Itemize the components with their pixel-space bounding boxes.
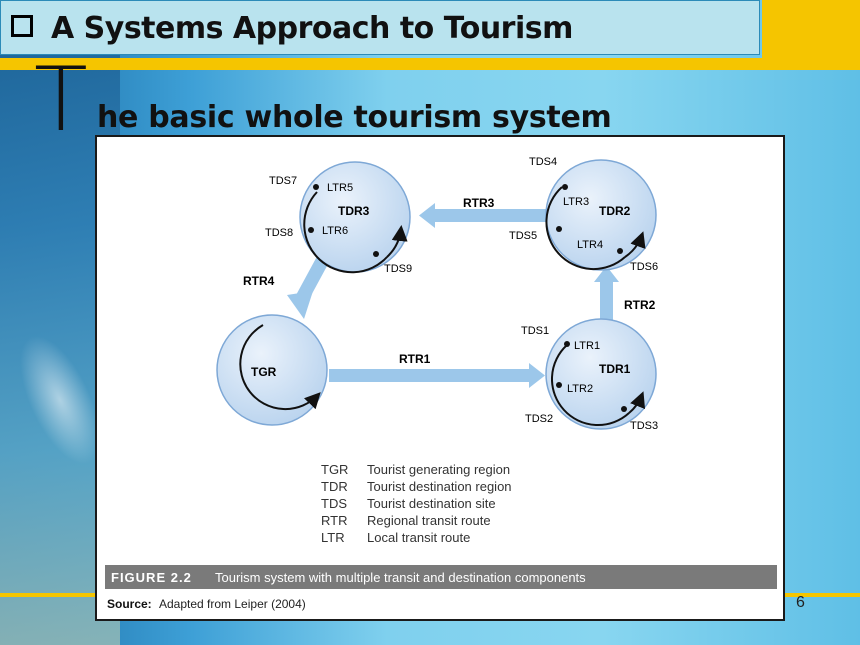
page-number: 6 [796,594,805,611]
tdr3-region: TDR3 LTR5 LTR6 [299,161,411,274]
slide-subtitle: he basic whole tourism system [97,100,612,135]
legend-abbr: TGR [321,462,348,477]
tdr1-region: TDR1 LTR1 LTR2 [545,318,657,430]
figure-label: FIGURE 2.2 [111,570,192,585]
rtr1-arrow [329,363,545,388]
ltr2-label: LTR2 [567,383,593,395]
legend-abbr: TDS [321,496,347,511]
ltr6-label: LTR6 [322,225,348,237]
tgr-label: TGR [251,365,277,379]
legend-abbr: TDR [321,479,348,494]
rtr3-arrow [419,203,547,228]
legend-text: Tourist destination site [367,496,496,511]
rtr2-label: RTR2 [624,298,656,312]
tds5-label: TDS5 [509,230,537,242]
legend-text: Tourist destination region [367,479,512,494]
ltr5-label: LTR5 [327,182,353,194]
tgr-region: TGR [216,314,328,426]
tds3-label: TDS3 [630,420,658,432]
rtr4-label: RTR4 [243,274,275,288]
legend-text: Regional transit route [367,513,491,528]
legend-abbr: RTR [321,513,347,528]
tds6-label: TDS6 [630,261,658,273]
rtr1-label: RTR1 [399,352,431,366]
figure-panel: TDR3 LTR5 LTR6 TDS7 TDS8 TDS9 TDR2 LTR3 … [95,135,785,621]
checkbox-bullet-icon [11,15,33,37]
title-bar: A Systems Approach to Tourism [0,0,760,55]
subtitle-initial: T [34,48,88,151]
caption-bar [105,565,777,589]
rtr3-label: RTR3 [463,196,495,210]
ltr3-label: LTR3 [563,196,589,208]
tds4-label: TDS4 [529,156,557,168]
tdr1-label: TDR1 [599,362,631,376]
tdr2-label: TDR2 [599,204,631,218]
rtr2-arrow [594,266,619,322]
legend-abbr: LTR [321,530,345,545]
legend-text: Tourist generating region [367,462,510,477]
ltr1-label: LTR1 [574,340,600,352]
tdr3-label: TDR3 [338,204,370,218]
accent-stripe-top [0,58,860,70]
legend-text: Local transit route [367,530,470,545]
tds9-label: TDS9 [384,263,412,275]
tds8-label: TDS8 [265,227,293,239]
source-text: Adapted from Leiper (2004) [159,597,306,611]
tourism-system-diagram: TDR3 LTR5 LTR6 TDS7 TDS8 TDS9 TDR2 LTR3 … [105,156,777,611]
figure-caption: Tourism system with multiple transit and… [215,570,586,585]
tds7-label: TDS7 [269,175,297,187]
ltr4-label: LTR4 [577,239,603,251]
slide-title: A Systems Approach to Tourism [51,11,573,46]
legend: TGR Tourist generating region TDR Touris… [321,462,512,545]
tdr2-region: TDR2 LTR3 LTR4 [545,159,657,271]
source-label: Source: [107,597,152,611]
header-accent-block [762,0,860,58]
tds1-label: TDS1 [521,325,549,337]
tds2-label: TDS2 [525,413,553,425]
